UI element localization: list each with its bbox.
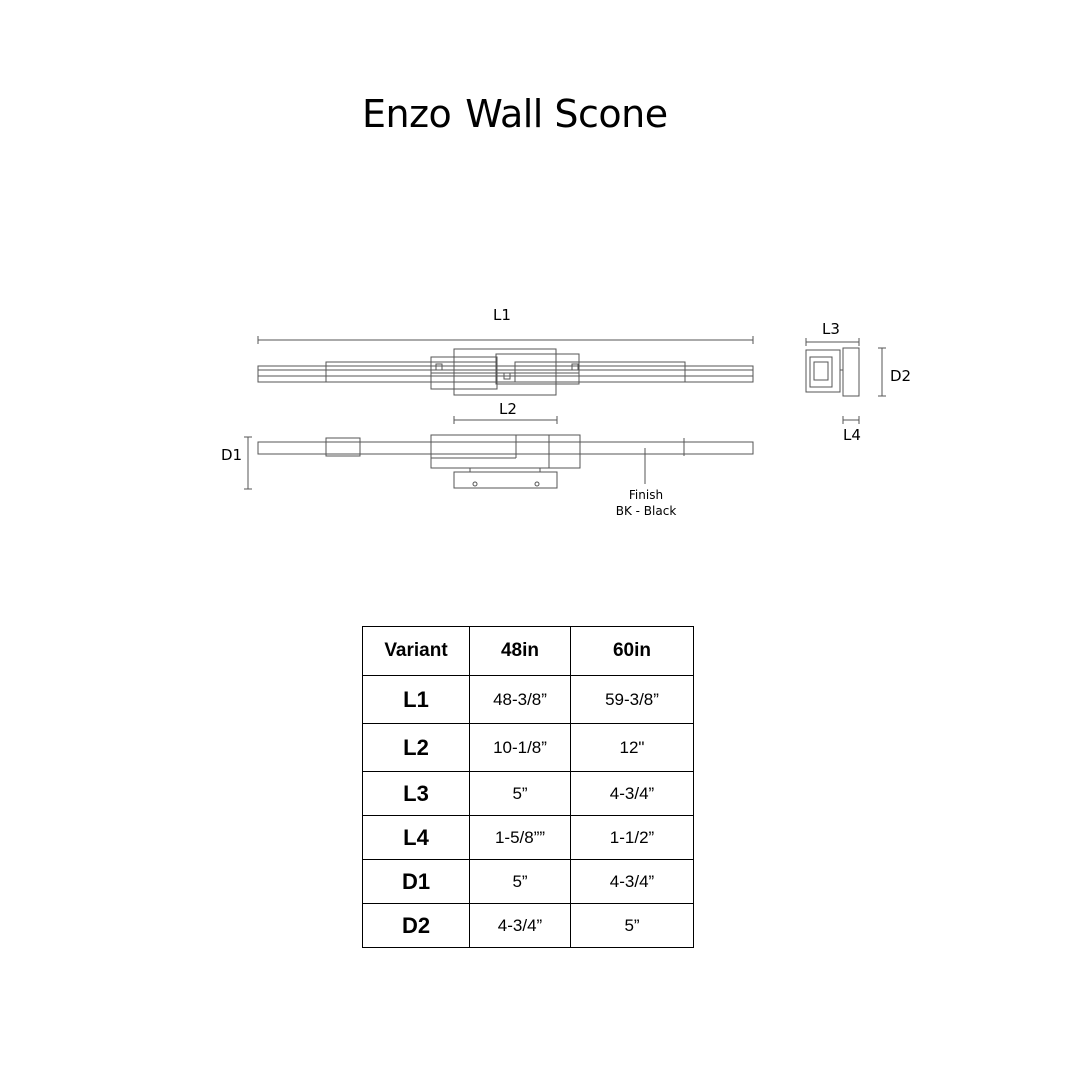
- row-variant: D2: [362, 903, 470, 948]
- row-value-60in: 4-3/4”: [570, 771, 694, 816]
- l2-label: L2: [499, 400, 517, 418]
- front-view: [257, 348, 754, 396]
- row-value-48in: 5”: [469, 859, 571, 904]
- table-row: D1 5” 4-3/4”: [362, 859, 694, 904]
- row-variant: L3: [362, 771, 470, 816]
- l3-label: L3: [822, 320, 840, 338]
- row-value-60in: 1-1/2”: [570, 815, 694, 860]
- page-title: Enzo Wall Scone: [362, 92, 682, 136]
- row-value-48in: 5”: [469, 771, 571, 816]
- row-variant: L4: [362, 815, 470, 860]
- top-view: [257, 434, 754, 489]
- l4-label: L4: [843, 426, 861, 444]
- table-row: L2 10-1/8” 12": [362, 723, 694, 772]
- d1-label: D1: [221, 446, 242, 464]
- row-value-48in: 48-3/8”: [469, 675, 571, 724]
- l4-dimension-line: [842, 416, 860, 424]
- table-row: L4 1-5/8”” 1-1/2”: [362, 815, 694, 860]
- finish-note-title: Finish: [629, 488, 663, 502]
- dimension-table: Variant 48in 60in L1 48-3/8” 59-3/8” L2 …: [362, 626, 694, 948]
- dimension-drawing: L1 L3 D2 L4 L2 D1 Finish BK - Black: [221, 306, 911, 518]
- table-row: L3 5” 4-3/4”: [362, 771, 694, 816]
- row-value-48in: 4-3/4”: [469, 903, 571, 948]
- row-value-60in: 12": [570, 723, 694, 772]
- l1-label: L1: [493, 306, 511, 324]
- d1-dimension-line: [244, 436, 252, 490]
- row-variant: L1: [362, 675, 470, 724]
- side-view: [805, 347, 860, 397]
- row-variant: D1: [362, 859, 470, 904]
- row-value-48in: 10-1/8”: [469, 723, 571, 772]
- d2-label: D2: [890, 367, 911, 385]
- title-product-type: Wall Scone: [465, 92, 668, 136]
- title-product-name: Enzo: [362, 92, 452, 136]
- table-row: D2 4-3/4” 5”: [362, 903, 694, 948]
- header-60in: 60in: [570, 626, 694, 676]
- header-variant: Variant: [362, 626, 470, 676]
- row-value-60in: 5”: [570, 903, 694, 948]
- row-value-60in: 59-3/8”: [570, 675, 694, 724]
- table-row: L1 48-3/8” 59-3/8”: [362, 675, 694, 724]
- header-48in: 48in: [469, 626, 571, 676]
- row-variant: L2: [362, 723, 470, 772]
- l3-dimension-line: [805, 338, 860, 346]
- d2-dimension-line: [878, 347, 886, 397]
- l1-dimension-line: [257, 336, 754, 344]
- row-value-60in: 4-3/4”: [570, 859, 694, 904]
- table-header-row: Variant 48in 60in: [362, 626, 694, 676]
- row-value-48in: 1-5/8””: [469, 815, 571, 860]
- l2-dimension-line: [453, 416, 558, 424]
- finish-note-value: BK - Black: [616, 504, 677, 518]
